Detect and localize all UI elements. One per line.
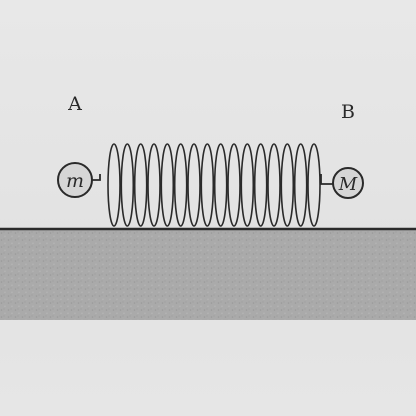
spring: [107, 143, 321, 227]
spring-coil: [253, 143, 268, 227]
spring-coil: [280, 143, 295, 227]
spring-coil: [120, 143, 135, 227]
ball-b: [332, 167, 364, 199]
spring-coil: [307, 143, 321, 227]
ball-b-point-label: B: [341, 101, 355, 123]
spring-coil: [187, 143, 201, 227]
ball-a-mass-label: m: [66, 170, 84, 192]
spring-coil: [227, 143, 241, 227]
ground-surface: [0, 229, 416, 320]
ball-a-point-label: A: [67, 93, 82, 115]
spring-coil: [213, 143, 228, 227]
spring-coil: [293, 143, 308, 227]
spring-coil: [107, 143, 121, 227]
spring-connector-right: [320, 174, 333, 185]
ball-b-mass-label: M: [338, 174, 358, 195]
spring-coil: [240, 143, 255, 227]
spring-coil: [200, 143, 215, 227]
spring-coil: [267, 143, 281, 227]
spring-coil: [160, 143, 175, 227]
spring-coil: [147, 143, 161, 227]
spring-coil: [133, 143, 148, 227]
spring-coil: [173, 143, 188, 227]
spring-connector-left: [92, 174, 101, 181]
